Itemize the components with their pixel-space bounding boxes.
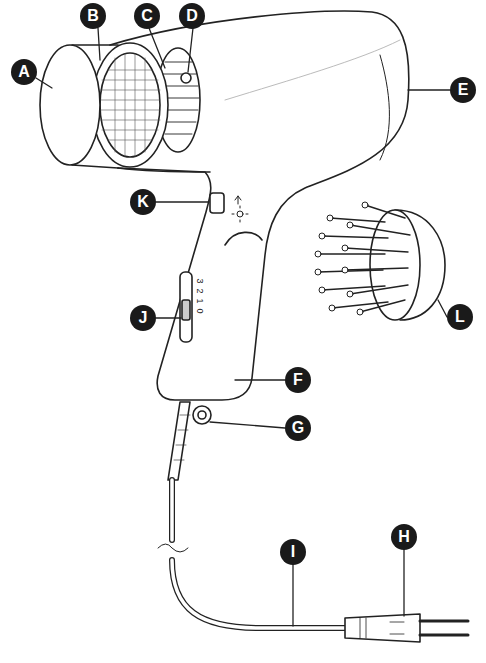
- callout-letter: A: [11, 59, 37, 85]
- callout-letter: B: [80, 3, 106, 29]
- callout-letter: L: [447, 304, 473, 330]
- switch-setting: 0: [195, 307, 205, 314]
- callout-letter: H: [391, 524, 417, 550]
- callout-letter: F: [285, 367, 311, 393]
- callout-letter: D: [179, 3, 205, 29]
- callout-letter: E: [450, 77, 476, 103]
- callout-letter: J: [130, 305, 156, 331]
- callout-letter: K: [130, 189, 156, 215]
- callout-letter: C: [134, 3, 160, 29]
- switch-setting: 2: [195, 287, 205, 294]
- switch-setting: 1: [195, 297, 205, 304]
- switch-setting: 3: [195, 277, 205, 284]
- callout-letter: I: [280, 539, 306, 565]
- callout-letter: G: [285, 415, 311, 441]
